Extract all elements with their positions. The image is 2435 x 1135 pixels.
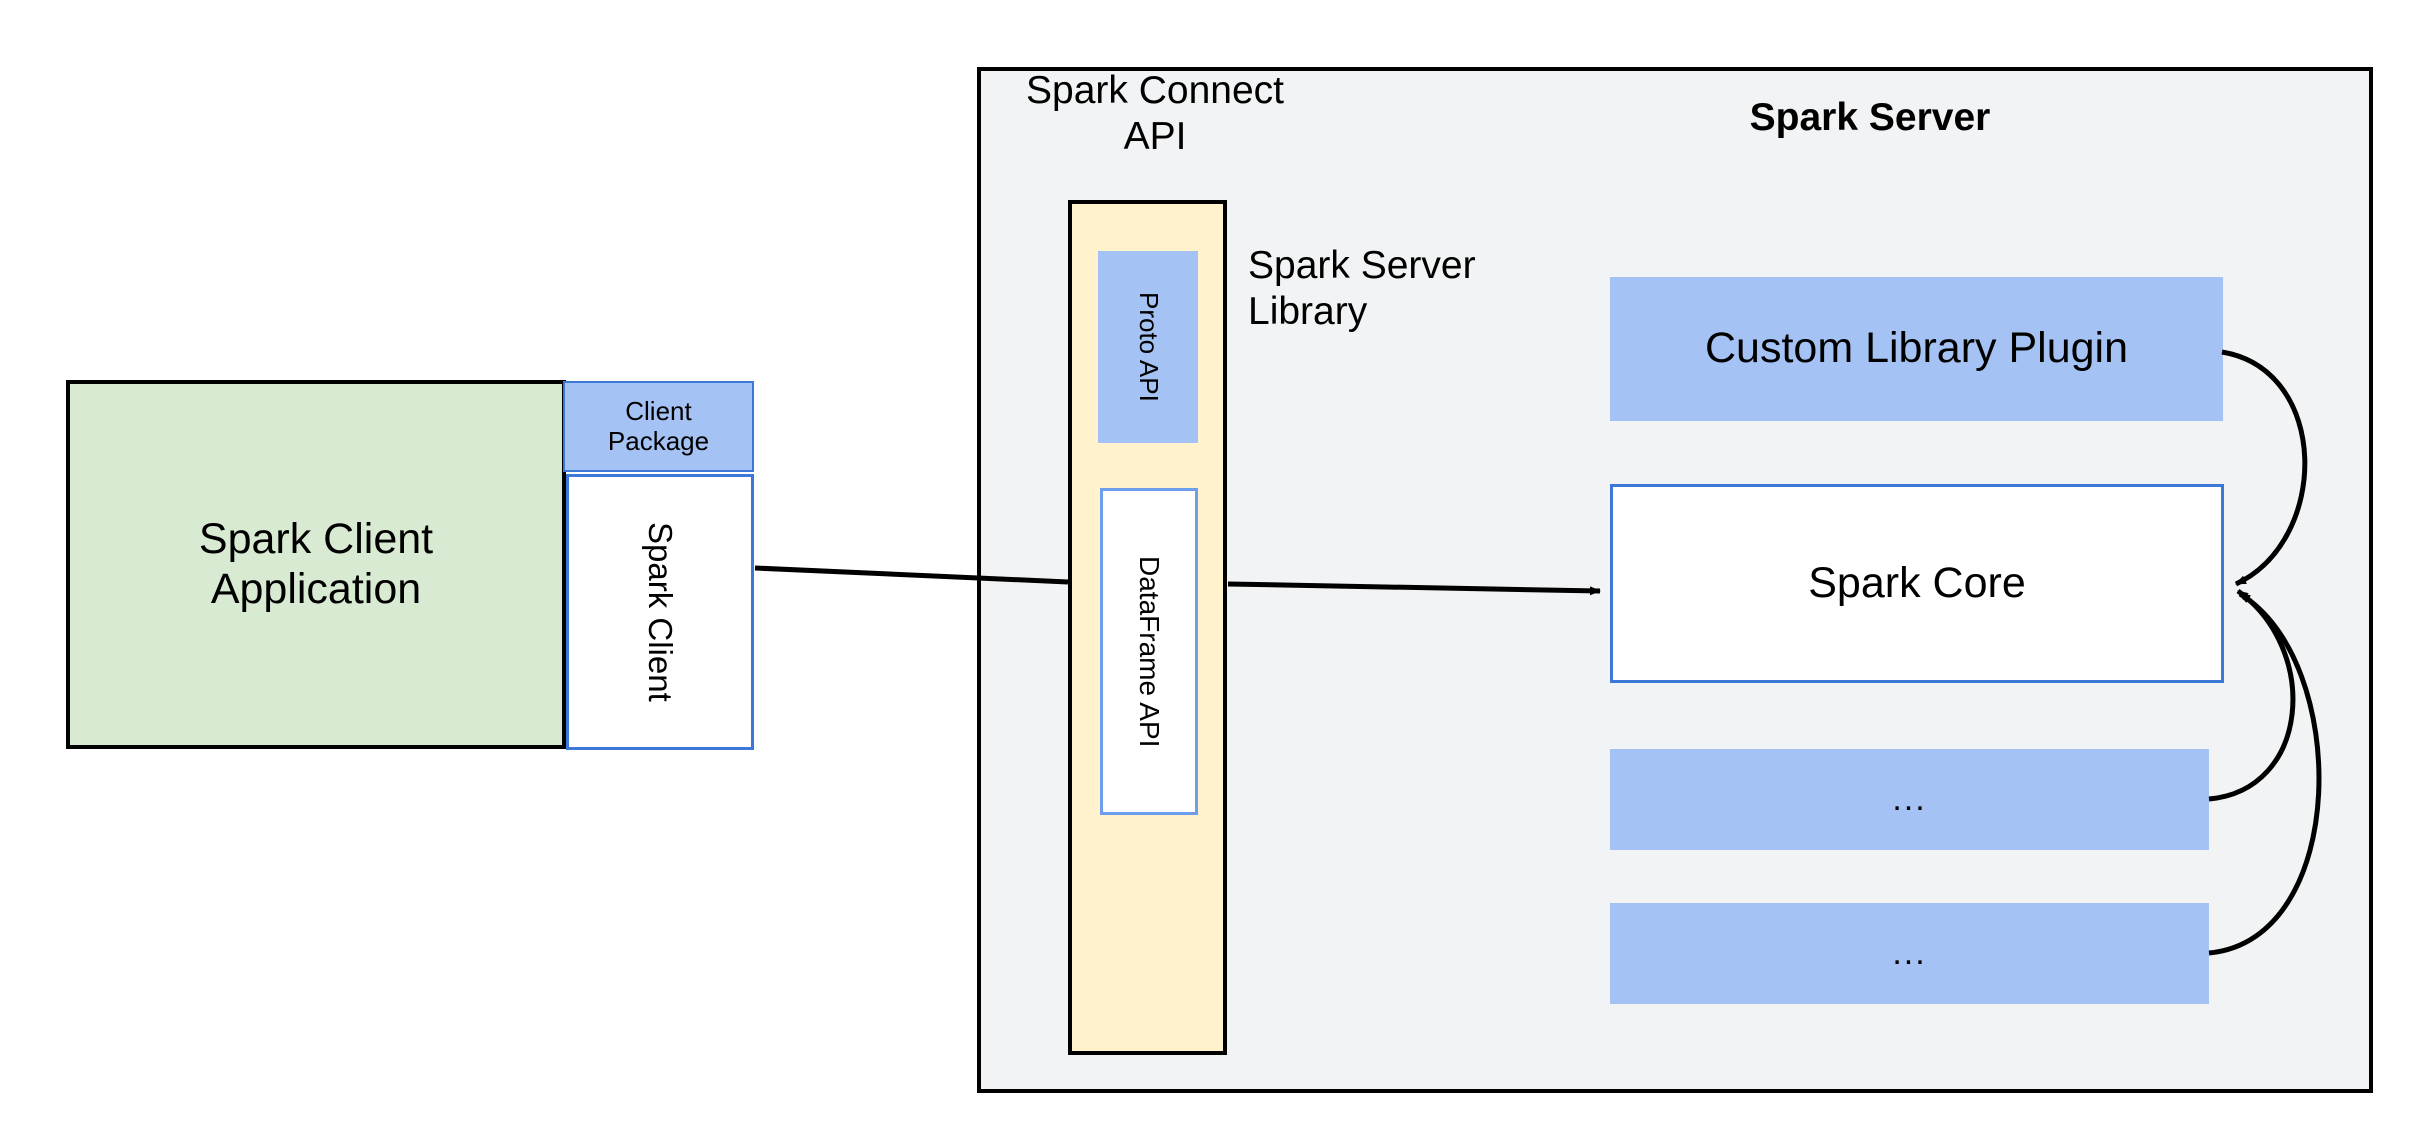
dataframe-api-label: DataFrame API: [1134, 555, 1166, 748]
spark-core-box: Spark Core: [1610, 484, 2224, 683]
spark-server-title: Spark Server: [1749, 96, 1991, 139]
proto-api-label: Proto API: [1133, 292, 1164, 402]
custom-library-plugin-box: Custom Library Plugin: [1610, 277, 2223, 421]
dataframe-api-box: DataFrame API: [1100, 488, 1198, 815]
spark-client-label: Spark Client: [641, 522, 679, 702]
spark-connect-api-label: Spark Connect API: [1026, 69, 1284, 159]
client-package-box: Client Package: [563, 381, 754, 472]
ellipsis-box-2: ...: [1610, 903, 2209, 1004]
spark-client-box: Spark Client: [566, 474, 754, 750]
proto-api-box: Proto API: [1098, 251, 1198, 443]
spark-server-library-label: Spark Server Library: [1248, 244, 1476, 334]
spark-client-application-box: Spark Client Application: [66, 380, 566, 749]
ellipsis-box-1: ...: [1610, 749, 2209, 850]
